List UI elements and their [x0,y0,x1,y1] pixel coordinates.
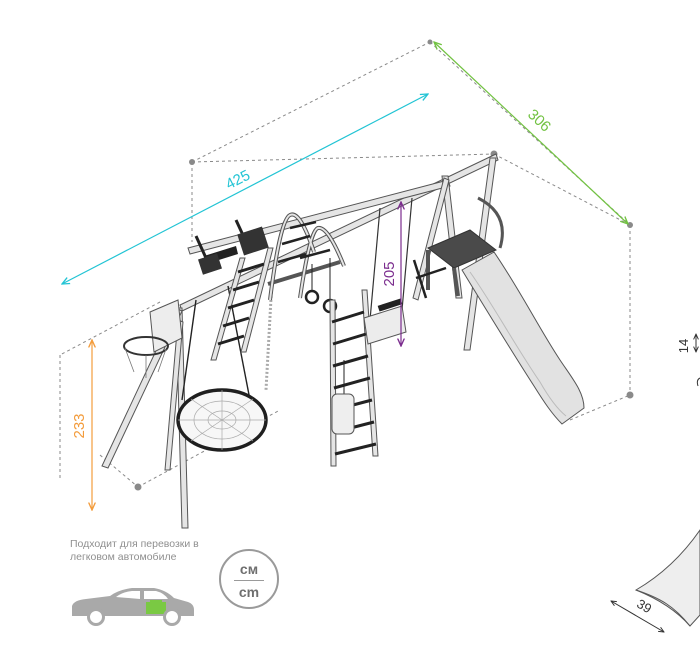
punching-bag [331,360,355,435]
transport-note: Подходит для перевозки в легковом автомо… [70,538,199,563]
height-label: 233 [71,413,88,438]
side-detail-slide: 39 [611,529,700,632]
units-icon: cм cm [219,549,279,609]
side-height-label: 14 [676,339,691,353]
side-detail-height: 14 [676,334,700,387]
length-label: 425 [223,167,253,194]
swing-height-label: 205 [381,261,398,286]
length-arrow [62,94,428,284]
nest-swing [176,285,268,452]
depth-arrow [434,42,628,224]
units-bottom-text: cm [238,584,260,600]
slide [461,251,585,425]
left-ladder [210,247,274,391]
car-icon [72,588,194,626]
units-top-text: cм [239,561,259,577]
units-divider [234,580,264,581]
side-width-label: 39 [634,596,654,616]
basketball-hoop [123,299,183,378]
